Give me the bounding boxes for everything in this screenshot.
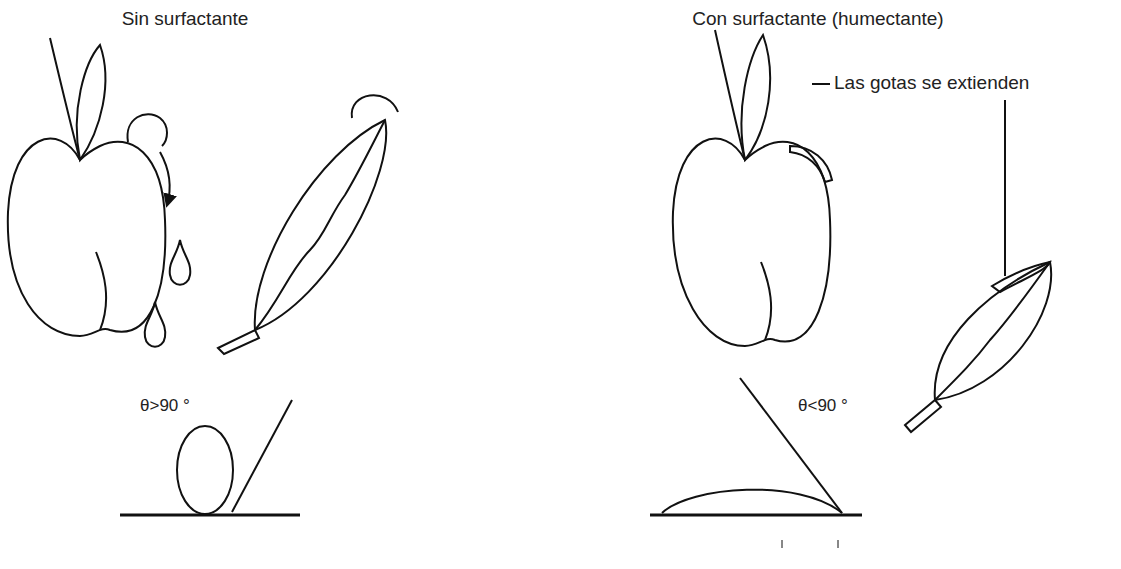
leaf-petiole [905, 400, 941, 432]
leader-line [1004, 100, 1006, 276]
apple-leaf [77, 45, 106, 160]
flat-drop [662, 490, 842, 513]
panel-heading: Sin surfactante [122, 8, 249, 30]
tangent-line [232, 400, 292, 512]
apple-crease [96, 252, 106, 330]
angle-label: θ<90 ° [798, 396, 848, 416]
apple [8, 139, 166, 336]
leader-line [812, 83, 830, 85]
apple [673, 139, 831, 346]
right-panel [650, 30, 1051, 548]
round-drop [177, 426, 233, 514]
falling-arrow [160, 152, 170, 205]
leaf [255, 120, 386, 330]
water-drop [128, 114, 167, 146]
spread-drop [790, 146, 832, 182]
leaf-midrib [255, 120, 385, 330]
water-drop [352, 95, 398, 118]
leaf [935, 262, 1051, 400]
falling-drop [145, 302, 166, 347]
apple-leaf [741, 35, 770, 160]
apple-stem [715, 30, 745, 160]
falling-drop [170, 240, 191, 285]
leaf-petiole [218, 330, 259, 354]
spread-drop [992, 262, 1050, 292]
angle-label: θ>90 ° [140, 396, 190, 416]
surface-line [650, 514, 862, 517]
apple-crease [761, 262, 771, 340]
tick-mark [782, 540, 783, 548]
callout-label: Las gotas se extienden [834, 72, 1029, 94]
left-panel [8, 38, 398, 515]
leaf-midrib [935, 262, 1050, 400]
apple-stem [50, 38, 80, 160]
panel-heading: Con surfactante (humectante) [692, 8, 943, 30]
tick-mark [838, 540, 839, 548]
